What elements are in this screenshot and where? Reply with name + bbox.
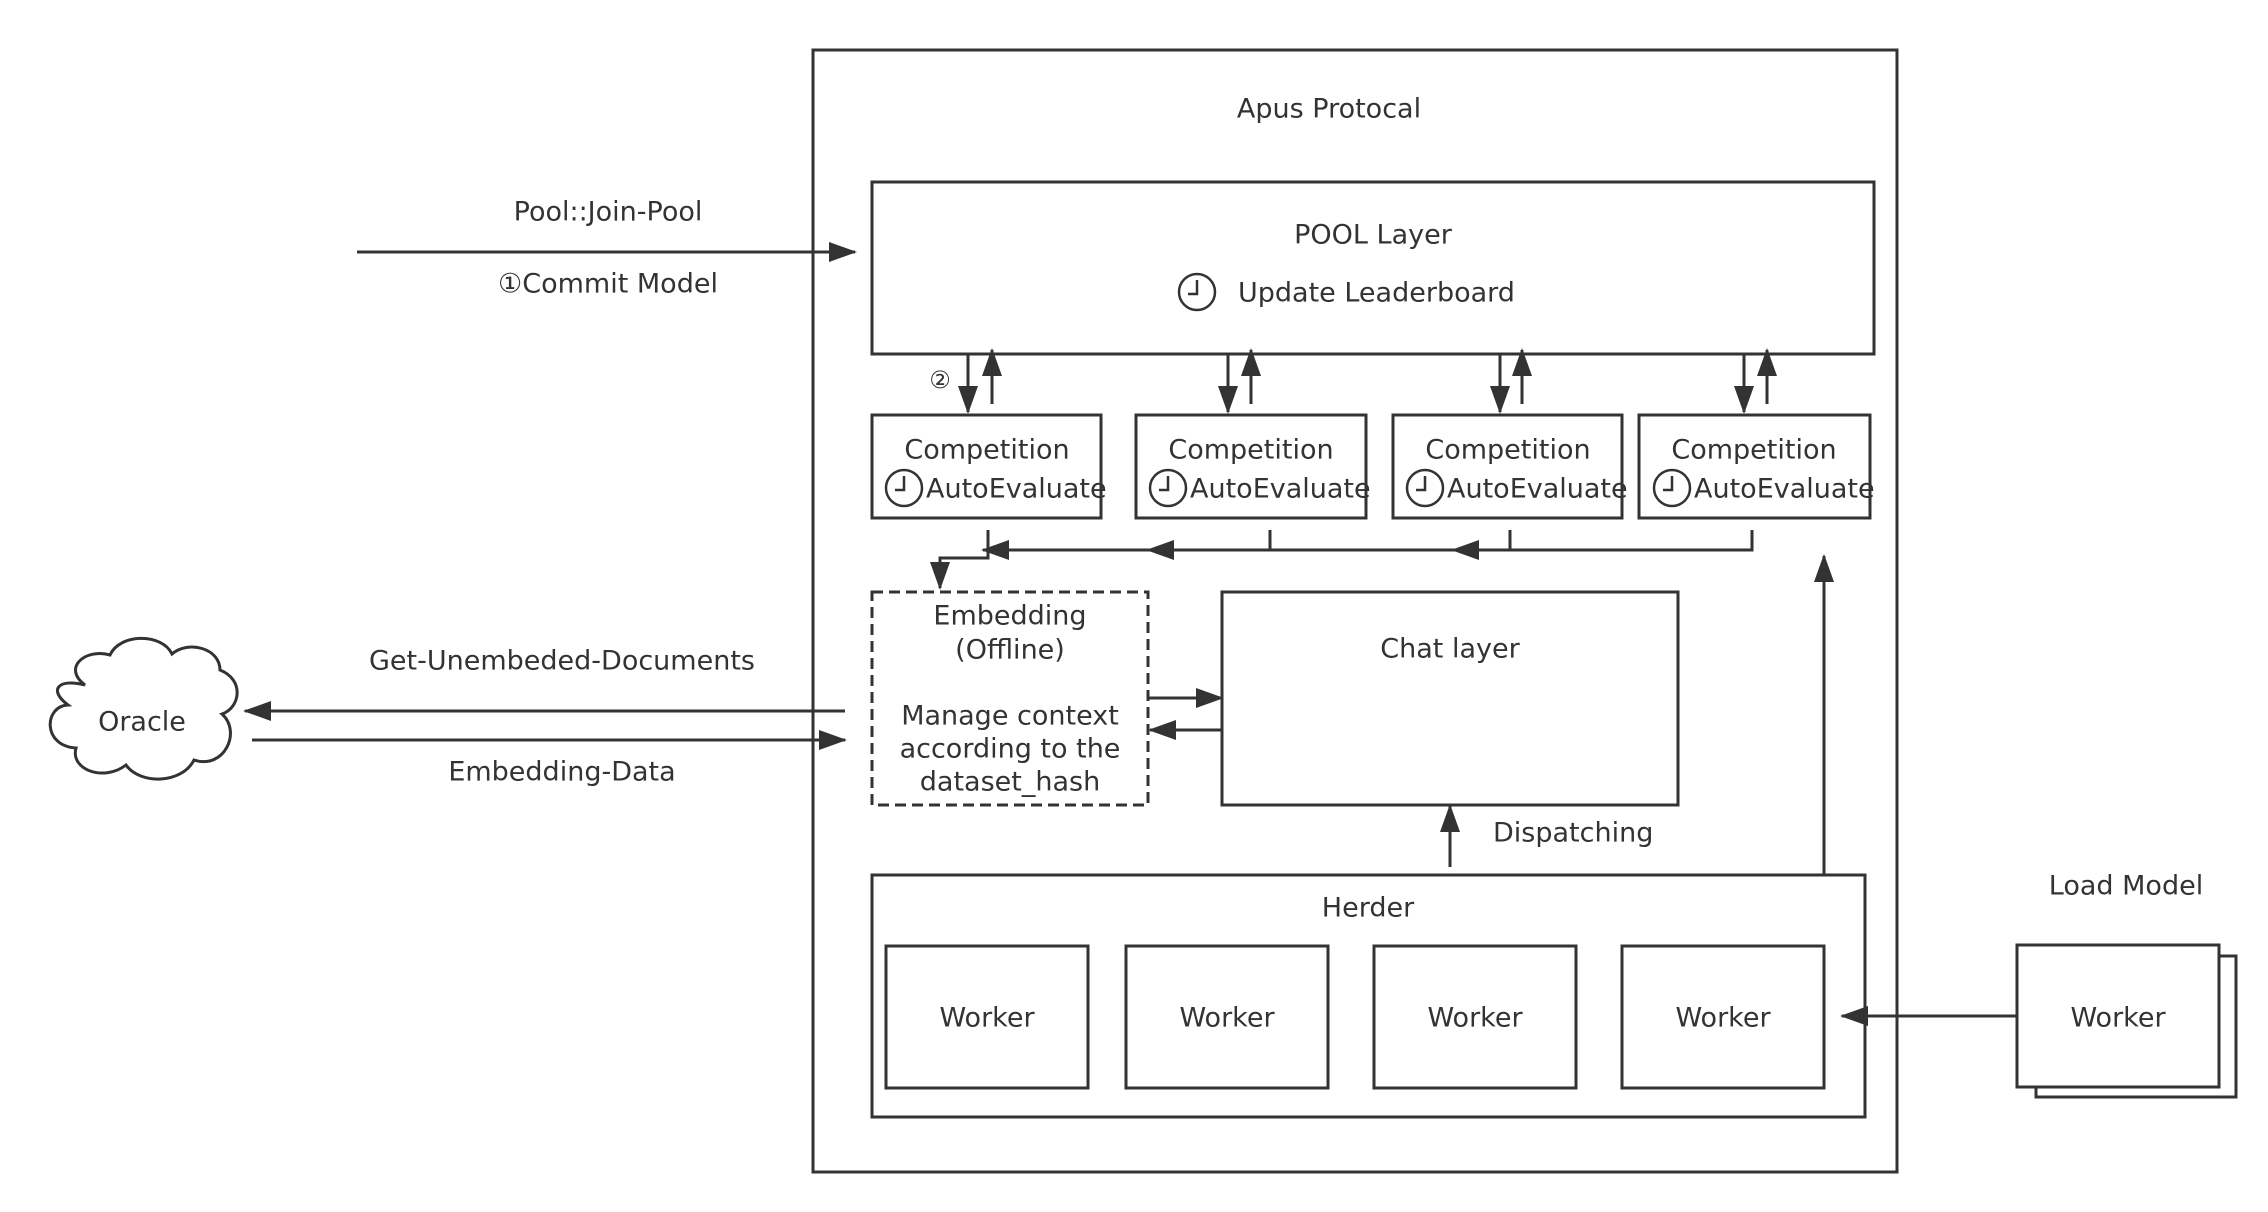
worker-box	[884, 944, 1090, 1090]
load-model-label: Load Model	[2049, 871, 2203, 902]
update-leaderboard-label: Update Leaderboard	[1238, 278, 1515, 309]
worker-box	[1372, 944, 1578, 1090]
autoevaluate-label: AutoEvaluate	[1447, 474, 1628, 505]
competition-box	[1134, 413, 1368, 520]
worker-label: Worker	[1427, 1003, 1523, 1034]
chat-layer-title: Chat layer	[1380, 634, 1520, 665]
embedding-desc-3: dataset_hash	[920, 767, 1100, 798]
competition-title: Competition	[904, 435, 1069, 466]
worker-4: Worker	[1620, 944, 1826, 1090]
clock-icon	[1405, 468, 1445, 508]
get-unembedded-label: Get-Unembeded-Documents	[369, 646, 755, 677]
clock-icon	[884, 468, 924, 508]
competition-2: Competition AutoEvaluate	[1134, 348, 1371, 520]
oracle-label: Oracle	[98, 707, 186, 738]
worker-2: Worker	[1124, 944, 1330, 1090]
worker-label: Worker	[1675, 1003, 1771, 1034]
autoevaluate-label: AutoEvaluate	[1694, 474, 1875, 505]
clock-icon	[1177, 272, 1217, 312]
competition-box	[870, 413, 1103, 520]
protocol-title: Apus Protocal	[1237, 94, 1421, 125]
competition-4: Competition AutoEvaluate	[1637, 348, 1875, 520]
embedding-offline: (Offline)	[955, 635, 1065, 666]
worker-label: Worker	[2070, 1003, 2166, 1034]
competition-1: Competition AutoEvaluate	[870, 348, 1107, 520]
commit-model-label: ①Commit Model	[498, 269, 718, 300]
embedding-title: Embedding	[933, 601, 1086, 632]
pool-layer-title: POOL Layer	[1294, 220, 1453, 251]
competition-collect-connector	[930, 530, 1754, 590]
protocol-frame	[811, 48, 1899, 1174]
competition-title: Competition	[1168, 435, 1333, 466]
worker-label: Worker	[1179, 1003, 1275, 1034]
embedding-desc-2: according to the	[900, 734, 1121, 765]
autoevaluate-label: AutoEvaluate	[1190, 474, 1371, 505]
clock-icon	[1148, 468, 1188, 508]
competition-3: Competition AutoEvaluate	[1391, 348, 1628, 520]
pool-layer-box	[870, 180, 1876, 356]
worker-3: Worker	[1372, 944, 1578, 1090]
worker-box	[1620, 944, 1826, 1090]
join-pool-label: Pool::Join-Pool	[514, 197, 703, 228]
oracle-cloud: Oracle	[48, 636, 239, 781]
worker-label: Worker	[939, 1003, 1035, 1034]
clock-icon	[1652, 468, 1692, 508]
embedding-data-label: Embedding-Data	[448, 757, 675, 788]
dispatching-label: Dispatching	[1493, 818, 1653, 849]
herder-title: Herder	[1322, 893, 1415, 924]
worker-box	[2015, 943, 2221, 1089]
competition-box	[1391, 413, 1624, 520]
worker-1: Worker	[884, 944, 1090, 1090]
competition-box	[1637, 413, 1872, 520]
competition-title: Competition	[1425, 435, 1590, 466]
embedding-desc-1: Manage context	[901, 701, 1119, 732]
competition-title: Competition	[1671, 435, 1836, 466]
external-worker: Worker	[2015, 943, 2238, 1099]
autoevaluate-label: AutoEvaluate	[926, 474, 1107, 505]
chat-layer-box	[1220, 590, 1680, 807]
step-2-marker: ②	[929, 366, 951, 394]
worker-box	[1124, 944, 1330, 1090]
